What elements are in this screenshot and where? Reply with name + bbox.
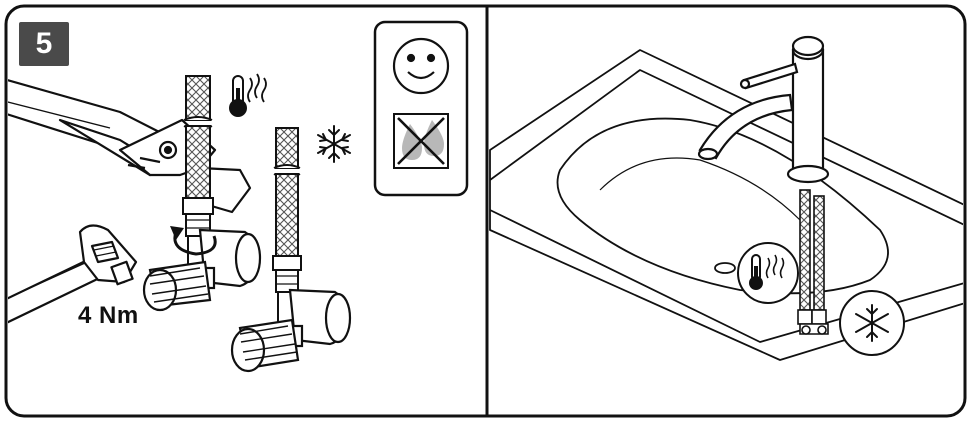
result-box (375, 22, 467, 195)
cold-water-snowflake-icon (318, 126, 350, 162)
hot-angle-valve (144, 230, 260, 310)
rotation-arrowhead (170, 226, 184, 240)
hot-water-circle-icon (738, 243, 798, 303)
step-number-badge: 5 (19, 22, 69, 66)
cold-angle-valve (232, 290, 350, 371)
hot-water-thermometer-icon (230, 74, 266, 116)
torque-label: 4 Nm (78, 302, 139, 330)
cold-water-circle-icon (840, 291, 904, 355)
no-leak-drop-crossed-icon (394, 114, 448, 168)
pliers (0, 78, 250, 212)
right-panel (490, 37, 971, 360)
left-panel (0, 22, 467, 371)
